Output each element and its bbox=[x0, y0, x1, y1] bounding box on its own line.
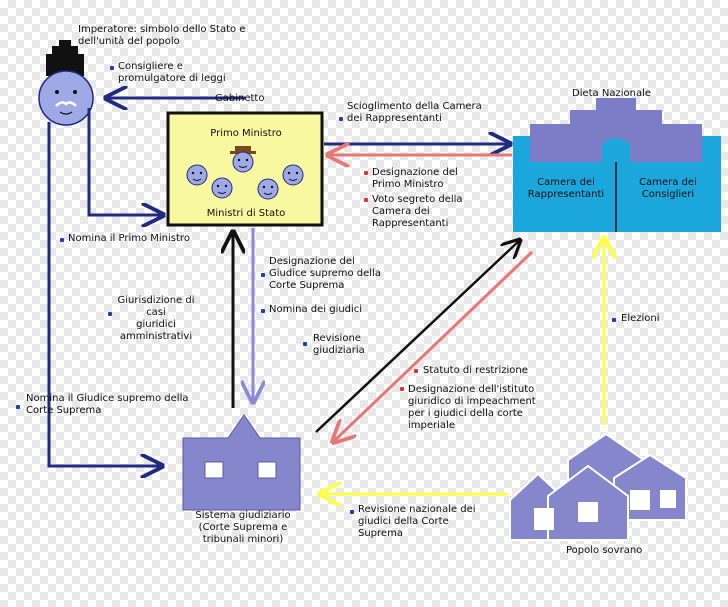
label-national-review: Revisione nazionale dei giudici della Co… bbox=[358, 504, 476, 539]
arrow-diet-to-judiciary bbox=[333, 250, 534, 442]
bullet-icon bbox=[60, 238, 64, 242]
label-prime-minister: Primo Ministro bbox=[210, 128, 282, 139]
label-jurisdiction: Giurisdizione di casi giuridici amminist… bbox=[117, 295, 195, 342]
arrow-emperor-to-cabinet bbox=[87, 108, 163, 215]
label-nominate-judges: Nomina dei giudici bbox=[269, 304, 363, 315]
label-impeachment: Designazione dell'istituto giuridico di … bbox=[408, 384, 536, 431]
bullet-icon bbox=[16, 405, 20, 409]
label-designation-judge: Designazione del Giudice supremo della C… bbox=[269, 256, 381, 291]
bullet-icon bbox=[400, 387, 404, 391]
label-secret-vote: Voto segreto della Camera dei Rappresent… bbox=[372, 194, 463, 229]
bullet-icon bbox=[364, 171, 368, 175]
bullet-icon bbox=[414, 369, 418, 373]
label-restriction: Statuto di restrizione bbox=[423, 365, 528, 376]
minister-face-icon bbox=[211, 177, 233, 199]
bullet-icon bbox=[110, 66, 114, 70]
label-dissolution: Scioglimento della Camera dei Rappresent… bbox=[347, 101, 482, 124]
bullet-icon bbox=[339, 117, 343, 121]
emperor-icon bbox=[38, 40, 94, 126]
label-advisor: Consigliere e promulgatore di leggi bbox=[118, 61, 226, 84]
label-nominate-pm: Nomina il Primo Ministro bbox=[68, 233, 190, 244]
bullet-icon bbox=[612, 318, 616, 322]
bullet-icon bbox=[261, 309, 265, 313]
label-judicial-system: Sistema giudiziario (Corte Suprema e tri… bbox=[195, 510, 291, 545]
arrow-judiciary-to-diet bbox=[315, 240, 520, 433]
label-elections: Elezioni bbox=[621, 313, 660, 324]
label-house-councillors: Camera dei Consiglieri bbox=[639, 177, 697, 200]
bullet-icon bbox=[303, 342, 307, 346]
bullet-icon bbox=[108, 312, 112, 316]
minister-face-icon bbox=[186, 164, 208, 186]
label-sovereign-people: Popolo sovrano bbox=[566, 545, 643, 556]
label-judicial-review: Revisione giudiziaria bbox=[313, 333, 365, 356]
label-emperor: Imperatore: simbolo dello Stato e dell'u… bbox=[78, 24, 246, 47]
label-designation-pm: Designazione del Primo Ministro bbox=[372, 167, 458, 190]
label-ministers: Ministri di Stato bbox=[206, 208, 286, 219]
court-building bbox=[182, 414, 301, 511]
diet-building bbox=[513, 98, 721, 232]
bullet-icon bbox=[350, 510, 354, 514]
label-cabinet-arrow: Gabinetto bbox=[215, 93, 265, 104]
bullet-icon bbox=[364, 198, 368, 202]
minister-face-icon bbox=[282, 164, 304, 186]
arrow-emperor-to-judiciary bbox=[47, 122, 162, 466]
label-nominate-chief-judge: Nomina il Giudice supremo della Corte Su… bbox=[26, 393, 189, 416]
prime-minister-icon bbox=[230, 146, 256, 173]
label-diet: Dieta Nazionale bbox=[572, 88, 652, 99]
houses-icon bbox=[509, 432, 687, 541]
label-house-representatives: Camera dei Rappresentanti bbox=[527, 177, 605, 200]
minister-face-icon bbox=[257, 178, 279, 200]
bullet-icon bbox=[261, 273, 265, 277]
